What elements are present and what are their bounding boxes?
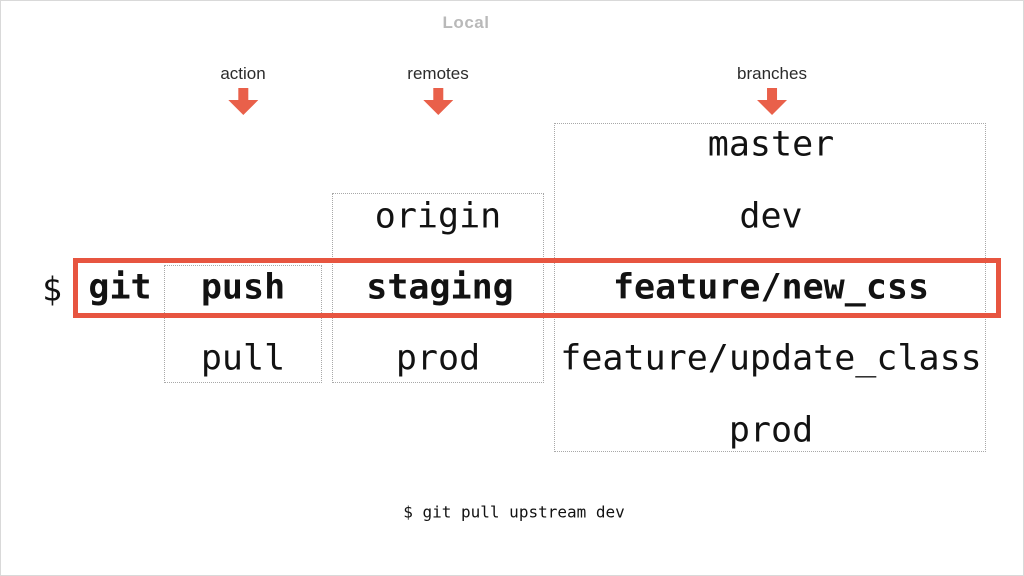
remotes-group-box (332, 193, 544, 383)
cell-push: push (200, 267, 286, 308)
cell-pull: pull (200, 338, 286, 379)
cell-dev: dev (739, 196, 803, 237)
cell-prod-branch: prod (728, 410, 814, 451)
cell-feature-new-css: feature/new_css (612, 267, 930, 308)
cell-master: master (707, 124, 835, 165)
action-group-box (164, 265, 322, 383)
column-header-action: action (220, 64, 266, 115)
cell-prod-remote: prod (395, 338, 481, 379)
cell-staging: staging (366, 267, 514, 308)
highlight-rectangle (73, 258, 1001, 318)
remotes-label: remotes (407, 64, 469, 83)
cell-origin: origin (374, 196, 502, 237)
cell-feature-update-class: feature/update_class (560, 338, 982, 379)
arrow-down-icon (422, 88, 453, 115)
caption-command: $ git pull upstream dev (403, 502, 625, 522)
arrow-down-icon (757, 88, 787, 115)
slide-title: Local (442, 13, 490, 32)
prompt-symbol: $ (42, 269, 62, 309)
column-header-remotes: remotes (407, 64, 469, 115)
branches-group-box (554, 123, 986, 452)
branches-label: branches (737, 64, 807, 83)
arrow-down-icon (228, 88, 258, 115)
action-label: action (220, 64, 266, 83)
column-header-branches: branches (737, 64, 807, 115)
cell-git: git (88, 267, 152, 308)
